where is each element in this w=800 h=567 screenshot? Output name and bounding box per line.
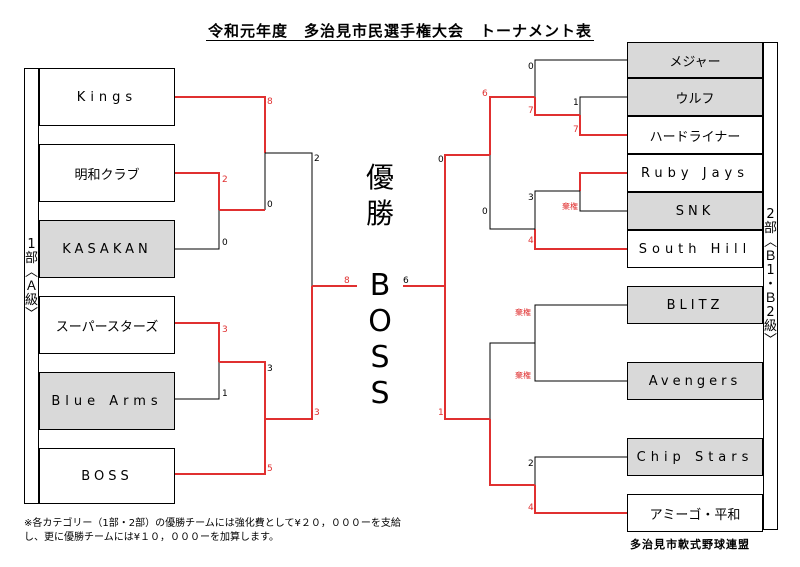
score: 3 (222, 325, 228, 335)
bracket-line (175, 322, 220, 362)
score: 3 (528, 193, 534, 203)
team-superstars: スーパースターズ (39, 296, 175, 354)
bracket-line (175, 210, 220, 250)
team-hard-liner: ハードライナー (627, 116, 763, 154)
forfeit-label: 棄権 (515, 308, 531, 317)
bracket-line (175, 362, 220, 400)
score: 5 (267, 464, 273, 474)
team-avengers: Avengers (627, 362, 763, 400)
bracket-line (489, 342, 535, 419)
bracket-line (444, 154, 490, 286)
footnote: ※各カテゴリー（1部・2部）の優勝チームには強化費として¥２０，０００ーを支給 … (24, 518, 401, 543)
forfeit-label: 棄権 (562, 202, 578, 211)
team-boss: BOSS (39, 448, 175, 504)
bracket-line (534, 485, 627, 514)
score: 6 (482, 89, 488, 99)
bracket-line (444, 286, 490, 420)
association-name: 多治見市軟式野球連盟 (630, 538, 750, 551)
score: 8 (267, 97, 273, 107)
score: 3 (267, 364, 273, 374)
bracket-line (579, 115, 627, 136)
bracket-line (534, 190, 580, 229)
team-ruby-jays: Ruby Jays (627, 154, 763, 192)
team-kasakan: KASAKAN (39, 220, 175, 278)
forfeit-label: 棄権 (515, 371, 531, 380)
score: 1 (222, 389, 228, 399)
left-division-bar (24, 68, 39, 504)
score: 4 (528, 503, 534, 513)
winner-label: 優勝 (365, 161, 394, 230)
bracket-line (175, 419, 266, 475)
score: 8 (344, 276, 350, 286)
score: 0 (528, 62, 534, 72)
team-amigo-heiwa: アミーゴ・平和 (627, 494, 763, 532)
bracket-line (175, 96, 266, 153)
bracket-line (489, 155, 535, 230)
team-wolf: ウルフ (627, 78, 763, 116)
bracket-line (579, 172, 627, 191)
bracket-line (534, 97, 580, 116)
team-major: メジャー (627, 42, 763, 78)
bracket-line (534, 304, 627, 343)
bracket-line (265, 152, 313, 286)
bracket-line (219, 361, 266, 419)
bracket-line (579, 96, 627, 115)
score: 4 (528, 236, 534, 246)
team-blue-arms: Blue Arms (39, 372, 175, 430)
score: 6 (403, 276, 409, 286)
team-blitz: BLITZ (627, 286, 763, 324)
score: 1 (438, 408, 444, 418)
score: 2 (222, 175, 228, 185)
team-south-hill: South Hill (627, 230, 763, 268)
bracket-line (489, 419, 535, 486)
bracket-line (579, 191, 627, 212)
score: 0 (222, 238, 228, 248)
team-meiwa-club: 明和クラブ (39, 144, 175, 202)
score: 0 (267, 200, 273, 210)
bracket-line (534, 456, 627, 485)
page-title: 令和元年度 多治見市民選手権大会 トーナメント表 (205, 22, 594, 41)
bracket-line (534, 229, 627, 250)
bracket-line (175, 172, 220, 210)
score: 1 (573, 98, 579, 108)
score: 0 (482, 207, 488, 217)
team-kings: Kings (39, 68, 175, 126)
team-snk: SNK (627, 192, 763, 230)
score: 7 (528, 106, 534, 116)
score: 7 (573, 125, 579, 135)
bracket-line (489, 96, 535, 155)
score: 3 (314, 408, 320, 418)
right-division-bar (763, 42, 778, 530)
bracket-line (265, 286, 313, 420)
score: 2 (528, 459, 534, 469)
bracket-line (534, 59, 627, 97)
bracket-line (534, 343, 627, 382)
score: 2 (314, 154, 320, 164)
score: 0 (438, 155, 444, 165)
team-chip-stars: Chip Stars (627, 438, 763, 476)
